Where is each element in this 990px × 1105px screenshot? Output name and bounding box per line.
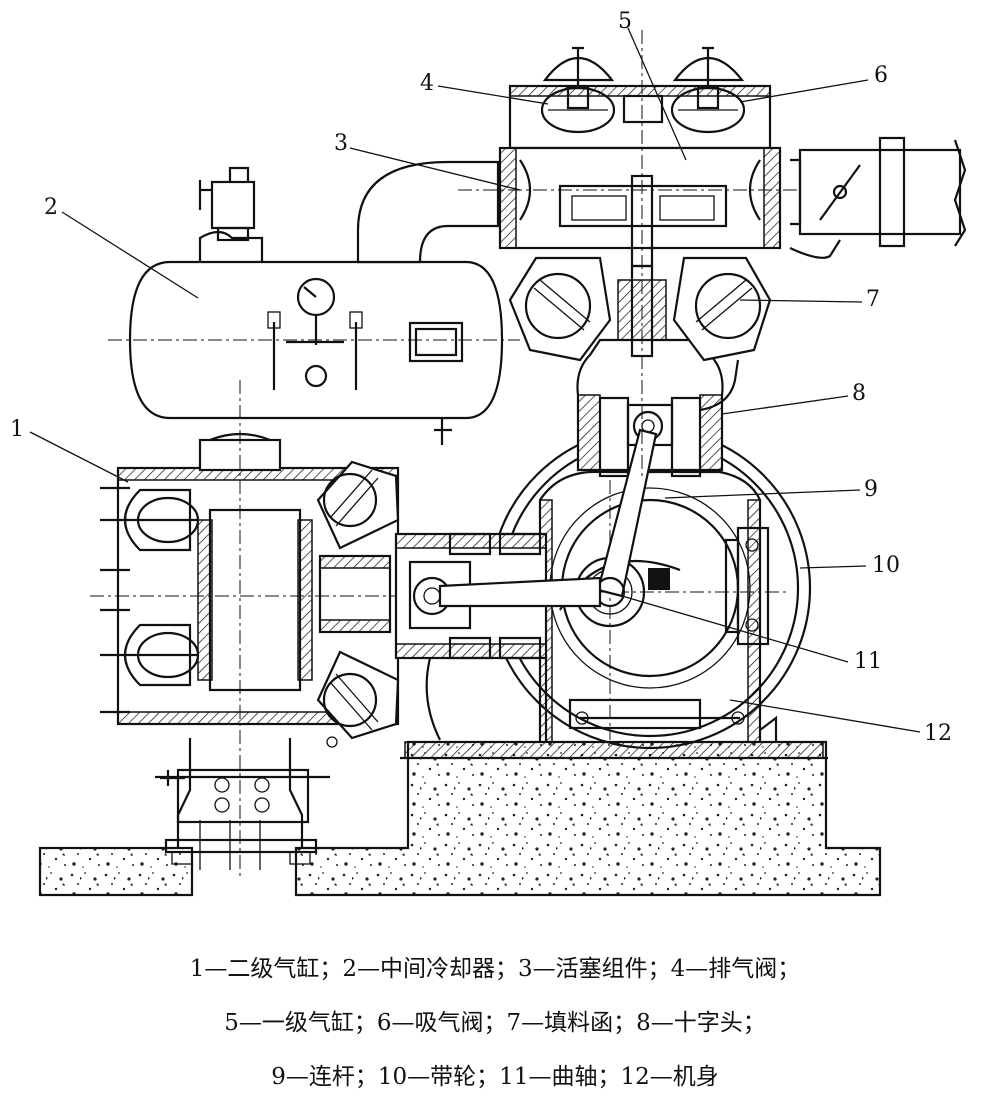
cylinder-support-stand <box>155 738 330 870</box>
callout-6: 6 <box>874 63 888 88</box>
callout-labels: 1 2 3 4 5 6 7 8 9 10 11 12 <box>10 9 952 746</box>
intercooler <box>108 160 520 445</box>
callout-leaders <box>29 27 921 733</box>
callout-9: 9 <box>864 477 878 502</box>
callout-12: 12 <box>924 721 952 746</box>
horizontal-crosshead <box>394 532 602 742</box>
foundation <box>38 740 882 897</box>
caption-line-2: 5—一级气缸；6—吸气阀；7—填料函；8—十字头； <box>224 1010 766 1036</box>
stage2-cylinder <box>90 380 560 880</box>
callout-3: 3 <box>334 131 348 156</box>
figure-caption: 1—二级气缸；2—中间冷却器；3—活塞组件；4—排气阀； 5—一级气缸；6—吸气… <box>0 942 990 1104</box>
callout-7: 7 <box>866 287 880 312</box>
compressor-cross-section-drawing: 1 2 3 4 5 6 7 8 9 10 11 12 <box>10 9 967 897</box>
callout-5: 5 <box>618 9 632 34</box>
callout-11: 11 <box>854 649 882 674</box>
caption-line-1: 1—二级气缸；2—中间冷却器；3—活塞组件；4—排气阀； <box>189 956 801 982</box>
callout-1: 1 <box>10 417 24 442</box>
callout-8: 8 <box>852 381 866 406</box>
callout-4: 4 <box>420 71 434 96</box>
callout-2: 2 <box>44 195 58 220</box>
crosshead-guide <box>576 338 740 478</box>
callout-10: 10 <box>872 553 900 578</box>
stage1-cylinder <box>458 30 967 480</box>
caption-line-3: 9—连杆；10—带轮；11—曲轴；12—机身 <box>271 1064 719 1090</box>
